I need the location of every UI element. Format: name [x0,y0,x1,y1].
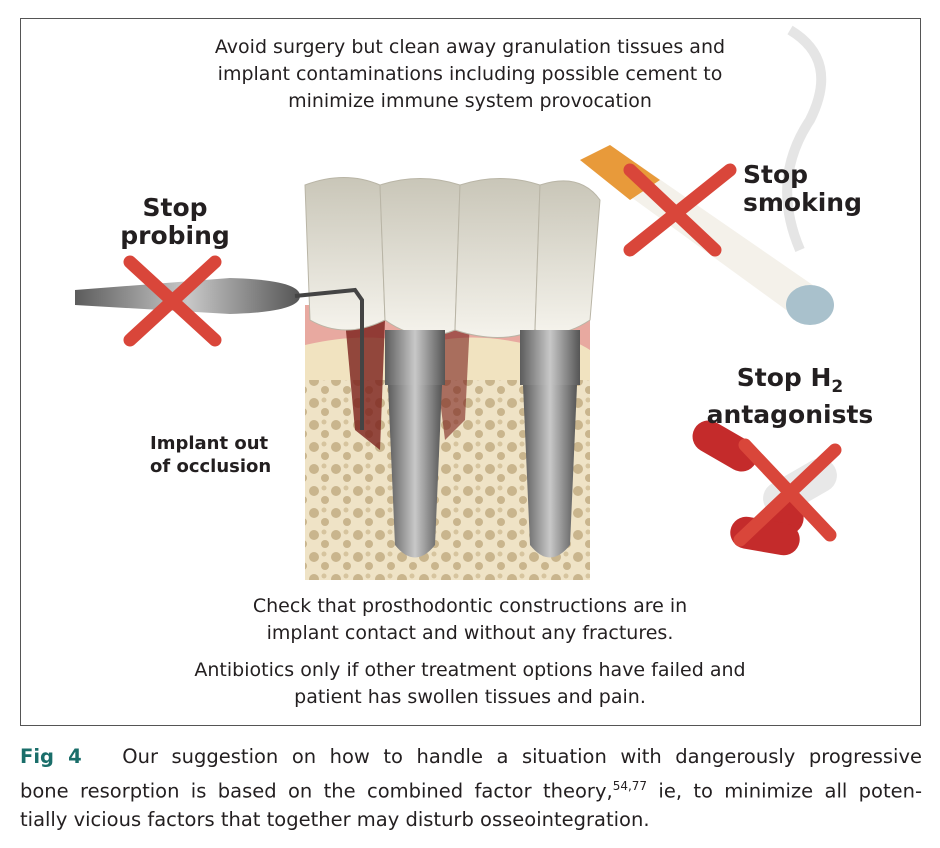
stop-smoking-label: Stop smoking [743,161,862,217]
text-line: Avoid surgery but clean away granulation… [214,36,726,58]
text-line: Check that prosthodontic constructions a… [252,595,688,617]
text-line: implant contact and without any fracture… [266,622,674,644]
reference-superscript: 54,77 [612,778,648,793]
caption-line: Fig 4 Our suggestion on how to handle a … [20,743,922,772]
text-line: Stop H [736,363,832,392]
caption-line: tially vicious factors that together may… [20,807,650,831]
text-line: of occlusion [150,456,272,477]
figure-frame [20,18,921,726]
text-line: Antibiotics only if other treatment opti… [194,659,746,681]
stop-h2-label: Stop H2 antagonists [700,364,880,429]
text-line: antagonists [706,400,874,429]
caption-text: ie, to minimize all poten- [647,779,922,802]
figure-label: Fig 4 [20,745,82,768]
cross-smoking [623,163,737,257]
text-line: probing [120,221,230,250]
cross-marks [123,163,842,547]
caption-line: bone resorption is based on the combined… [20,772,922,806]
text-line: Stop [142,193,208,222]
text-line: Stop [743,160,809,189]
implants [385,330,580,558]
text-line: Implant out [150,433,269,454]
cross-pills [733,438,842,547]
teeth-crowns [304,177,601,338]
text-line: smoking [743,188,862,217]
subscript: 2 [831,377,844,397]
pills [692,420,837,556]
antibiotics-instruction: Antibiotics only if other treatment opti… [120,657,820,711]
figure-caption: Fig 4 Our suggestion on how to handle a … [20,743,922,834]
text-line: implant contaminations including possibl… [217,63,723,85]
text-line: minimize immune system provocation [288,90,652,112]
caption-text: bone resorption is based on the combined… [20,779,613,802]
top-instruction: Avoid surgery but clean away granulation… [120,34,820,115]
caption-text: Our suggestion on how to handle a situat… [122,745,922,768]
text-line: patient has swollen tissues and pain. [294,686,646,708]
prosthodontic-instruction: Check that prosthodontic constructions a… [120,593,820,647]
implant-occlusion-label: Implant out of occlusion [150,432,271,478]
stop-probing-label: Stop probing [100,194,250,250]
cross-probing [123,255,222,347]
